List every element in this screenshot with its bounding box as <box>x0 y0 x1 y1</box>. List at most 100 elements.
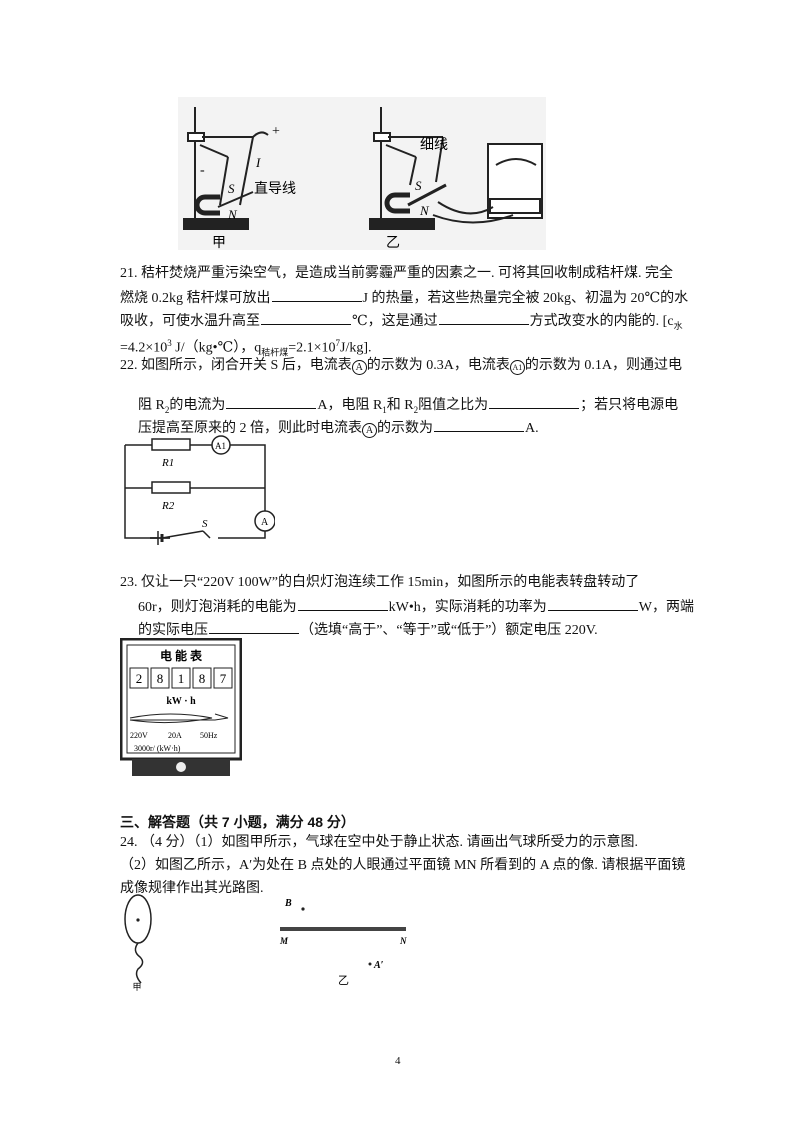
text: 阻值之比为 <box>418 398 489 413</box>
text: 的示数为 <box>377 421 433 436</box>
s-pole-label: S <box>228 181 235 196</box>
meter-frequency: 50Hz <box>200 731 218 740</box>
text: 的示数为 0.3A，电流表 <box>366 358 510 373</box>
answer-blank[interactable] <box>438 311 529 325</box>
meter-title: 电 能 表 <box>160 648 203 663</box>
answer-blank[interactable] <box>271 288 362 302</box>
page-number: 4 <box>395 1055 401 1067</box>
meter-unit: kW · h <box>166 696 196 707</box>
a1-label: A1 <box>215 441 226 451</box>
mirror-label-yi: 乙 <box>338 974 349 987</box>
image-a-label: A′ <box>373 960 384 971</box>
subscript: 1 <box>382 404 387 415</box>
q21-line1: 21. 秸杆焚烧严重污染空气，是造成当前雾霾严重的因素之一. 可将其回收制成秸杆… <box>120 266 673 281</box>
text: J/（kg•℃），q <box>171 340 262 356</box>
text: 燃烧 0.2kg 秸杆煤可放出 <box>120 291 271 306</box>
subscript: 水 <box>673 320 683 331</box>
q24-line1: 24. （4 分）（1）如图甲所示，气球在空中处于静止状态. 请画出气球所受力的… <box>120 835 638 850</box>
meter-digit-box <box>171 667 191 689</box>
text: W，两端 <box>638 600 695 615</box>
subscript: 秸杆煤 <box>261 347 289 358</box>
ammeter-symbol: A <box>351 360 367 375</box>
section-heading: 三、解答题（共 7 小题，满分 48 分） <box>120 814 355 830</box>
text: 的实际电压 <box>138 623 208 638</box>
a-label: A <box>261 517 269 528</box>
meter-current: 20A <box>168 731 182 740</box>
text: （选填“高于”、“等于”或“低于”）额定电压 220V. <box>300 623 598 638</box>
meter-digit-box <box>192 667 212 689</box>
r1-label: R1 <box>161 457 174 469</box>
meter-digit: 7 <box>220 671 227 686</box>
s-pole-label-2: S <box>415 178 422 193</box>
text: J 的热量，若这些热量完全被 20kg、初温为 20℃的水 <box>362 291 689 306</box>
answer-blank[interactable] <box>209 620 299 634</box>
current-label: I <box>255 155 261 170</box>
text: ℃，这是通过 <box>352 314 438 329</box>
meter-digit-box <box>150 667 170 689</box>
balloon-label-jia: 甲 <box>132 982 141 992</box>
text: 的示数为 0.1A，则通过电 <box>524 358 683 373</box>
text: 吸收，可使水温升高至 <box>120 314 260 329</box>
superscript: 3 <box>167 338 172 348</box>
balloon-mirror-figure: 甲 B M N A′ 乙 <box>124 894 407 992</box>
answer-blank[interactable] <box>547 597 638 611</box>
text: kW•h，实际消耗的功率为 <box>388 600 547 615</box>
text: 的电流为 <box>169 398 226 413</box>
text: A. <box>525 421 539 436</box>
ammeter-symbol: A <box>362 423 377 438</box>
q21-line3: 吸收，可使水温升高至 ℃，这是通过 方式改变水的内能的. [c水 <box>120 311 683 335</box>
answer-blank[interactable] <box>297 597 388 611</box>
meter-digit: 8 <box>199 671 206 686</box>
text: 60r，则灯泡消耗的电能为 <box>138 600 297 615</box>
mirror-n-label: N <box>399 936 407 946</box>
figure-label-jia: 甲 <box>212 236 226 250</box>
figure-label-yi: 乙 <box>386 235 400 250</box>
ammeter-a1-symbol: A1 <box>509 360 525 375</box>
answer-blank[interactable] <box>434 418 524 432</box>
text: 压提高至原来的 2 倍，则此时电流表 <box>138 421 362 436</box>
n-pole-label-2: N <box>419 203 430 218</box>
text: ；若只将电源电 <box>580 398 679 413</box>
circuit-diagram: R1 R2 A1 A S <box>124 435 275 545</box>
text: 阻 R <box>138 398 165 413</box>
answer-blank[interactable] <box>226 395 317 409</box>
text: 方式改变水的内能的. [c <box>529 314 674 329</box>
meter-digit: 2 <box>136 671 143 686</box>
subscript: 2 <box>413 404 419 415</box>
mirror-m-label: M <box>279 936 289 946</box>
q21-line4: =4.2×103 J/（kg•℃），q秸杆煤=2.1×107J/kg]. <box>120 334 372 361</box>
q24-line3: 成像规律作出其光路图. <box>120 881 264 896</box>
thread-label: 细线 <box>420 137 448 153</box>
wire-label: 直导线 <box>254 180 296 197</box>
q24-line2: （2）如图乙所示，A′为处在 B 点处的人眼通过平面镜 MN 所看到的 A 点的… <box>120 858 686 873</box>
magnet-experiment-figure: - + I S N 直导线 细线 S N 甲 乙 <box>178 97 546 250</box>
text: 22. 如图所示，闭合开关 S 后，电流表 <box>120 358 352 373</box>
text: J/kg]. <box>340 340 372 356</box>
r2-label: R2 <box>161 500 175 512</box>
point-b-label: B <box>284 898 292 909</box>
superscript: 7 <box>335 338 341 348</box>
text: =4.2×10 <box>120 340 168 356</box>
text: =2.1×10 <box>288 340 336 356</box>
answer-blank[interactable] <box>489 395 580 409</box>
meter-rate: 3000r/ (kW·h) <box>134 744 181 753</box>
meter-digit: 1 <box>178 671 185 686</box>
text: A，电阻 R <box>317 398 383 413</box>
text: 和 R <box>386 398 414 413</box>
answer-blank[interactable] <box>261 311 351 325</box>
meter-digit-box <box>213 667 233 689</box>
meter-voltage: 220V <box>130 731 148 740</box>
q23-line2: 60r，则灯泡消耗的电能为 kW•h，实际消耗的功率为 W，两端 <box>138 597 694 617</box>
meter-digit-box <box>129 667 149 689</box>
subscript: 2 <box>164 404 170 415</box>
q21-line2: 燃烧 0.2kg 秸杆煤可放出 J 的热量，若这些热量完全被 20kg、初温为 2… <box>120 288 688 308</box>
meter-digit: 8 <box>157 671 164 686</box>
n-pole-label: N <box>227 207 238 222</box>
minus-sign: - <box>200 163 205 178</box>
s-label: S <box>202 518 208 530</box>
q23-line3: 的实际电压 （选填“高于”、“等于”或“低于”）额定电压 220V. <box>138 620 598 640</box>
